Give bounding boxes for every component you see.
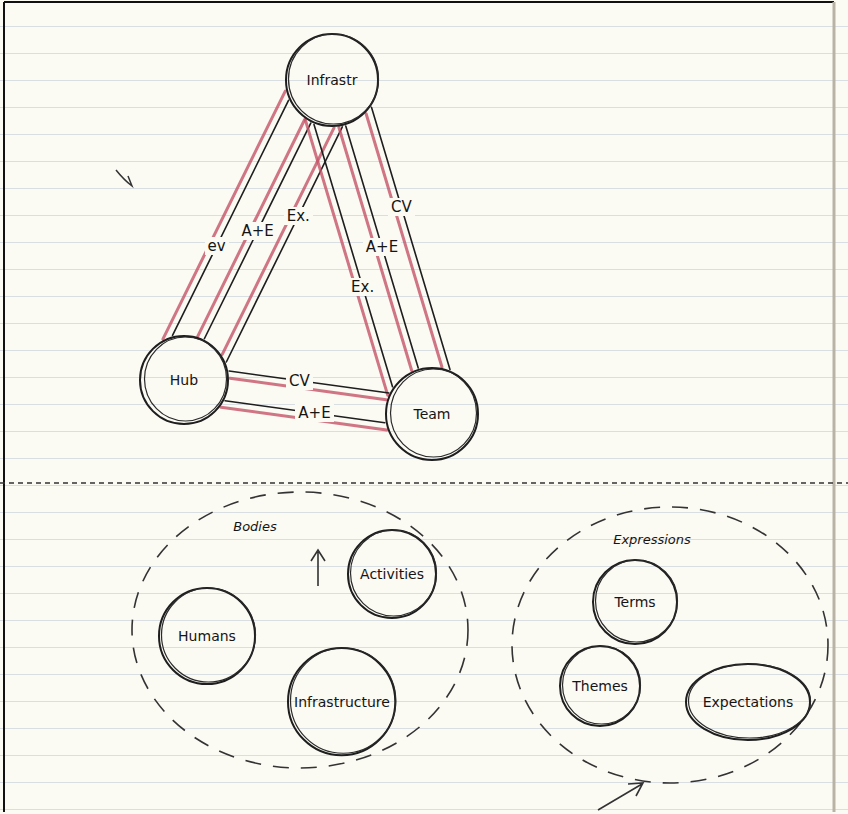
group-outline: BodiesActivitiesHumansInfrastructure [130, 490, 470, 770]
edge-label: CV [388, 198, 415, 216]
concept-circle: Humans [157, 586, 257, 686]
node-label: Activities [360, 566, 424, 583]
node-label: Hub [170, 372, 198, 389]
node-label: Humans [178, 628, 236, 645]
node-label: Infrastr [307, 72, 358, 89]
pointer-arrow [598, 783, 643, 810]
node-label: Terms [614, 594, 655, 611]
group-label: Expressions [613, 532, 691, 548]
group-outline: ExpressionsTermsThemesExpectations [510, 505, 830, 785]
edge-label: A+E [238, 222, 276, 240]
concept-circle: Terms [591, 558, 679, 646]
concept-circle: Expectations [684, 662, 812, 742]
page-frame [4, 1, 834, 3]
page-edge [833, 2, 836, 812]
concept-circle: Themes [558, 644, 642, 728]
connector-line [229, 371, 389, 400]
concept-circle: Infrastr [284, 32, 380, 128]
concept-circle: Infrastructure [286, 646, 397, 757]
connector-line [163, 91, 289, 339]
edge-label: A+E [363, 238, 401, 256]
group-label: Bodies [233, 519, 277, 535]
up-arrow [311, 550, 325, 586]
node-label: Infrastructure [294, 694, 390, 711]
tick-mark [116, 170, 132, 186]
edge-label: CV [286, 372, 313, 390]
node-label: Themes [572, 678, 628, 695]
edge-label: A+E [295, 404, 333, 422]
node-label: Team [413, 406, 450, 423]
node-label: Expectations [703, 694, 794, 711]
connector-line [221, 401, 387, 430]
concept-circle: Team [384, 366, 480, 462]
edge-label: ev [205, 237, 229, 255]
concept-circle: Activities [346, 528, 438, 620]
concept-circle: Hub [138, 334, 230, 426]
page-frame [3, 2, 5, 812]
connector-line [305, 120, 392, 395]
edge-label: Ex. [348, 278, 377, 296]
edge-label: Ex. [284, 207, 313, 225]
section-divider [0, 482, 848, 484]
